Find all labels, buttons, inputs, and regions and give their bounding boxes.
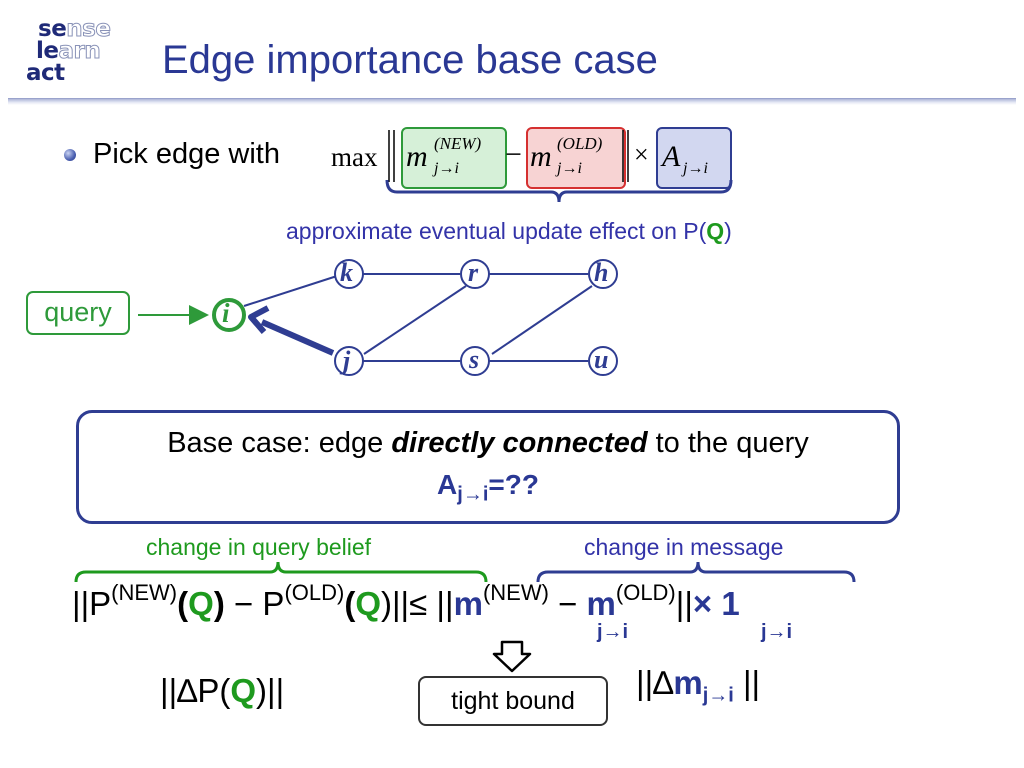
node-i: i: [222, 298, 230, 328]
query-box: query: [26, 291, 130, 335]
formula-norm-bars: [385, 130, 733, 203]
times-sign: ×: [634, 140, 649, 169]
node-h: h: [594, 258, 609, 287]
node-k: k: [340, 258, 353, 287]
a-term-sub: j→i: [683, 160, 708, 177]
m-new-sub: j→i: [434, 160, 459, 177]
minus-sign: −: [505, 138, 522, 171]
node-r: r: [468, 258, 479, 287]
implies-arrow-icon: [492, 640, 532, 673]
overbraces: [74, 561, 856, 583]
bullet-icon: [64, 149, 76, 161]
logo: sense learn act: [26, 16, 111, 86]
bullet-text: Pick edge with: [93, 138, 280, 170]
a-term-box: [656, 127, 732, 189]
m-old-sup: (OLD): [557, 134, 603, 153]
slide-title: Edge importance base case: [162, 38, 658, 82]
delta-m: ||∆mj→i ||: [636, 664, 761, 707]
m-new: m: [406, 140, 428, 173]
base-case-box: Base case: edge directly connected to th…: [76, 410, 900, 524]
tight-bound-box: tight bound: [418, 676, 608, 726]
label-message-change: change in message: [584, 534, 784, 560]
node-j: j: [343, 346, 351, 375]
m-old: m: [530, 140, 552, 173]
ineq-sub-old: j→i: [761, 621, 793, 643]
node-u: u: [594, 345, 609, 374]
title-divider: [8, 98, 1016, 105]
max-operator: max: [331, 142, 378, 172]
new-message-box: [401, 127, 507, 189]
approx-caption: approximate eventual update effect on P(…: [286, 218, 732, 244]
factor-graph: [138, 259, 618, 376]
m-new-sup: (NEW): [434, 134, 482, 153]
base-case-text: Base case: edge directly connected to th…: [167, 427, 809, 459]
m-old-sub: j→i: [557, 160, 582, 177]
ineq-sub-new: j→i: [597, 621, 629, 643]
inequality: ||P(NEW)(Q) − P(OLD)(Q)||≤ ||m(NEW) − m(…: [72, 580, 740, 622]
node-s: s: [469, 345, 480, 374]
label-query-belief: change in query belief: [146, 534, 372, 560]
delta-p: ||∆P(Q)||: [160, 672, 285, 709]
old-message-box: [526, 127, 626, 189]
base-case-question: Aj→i=??: [437, 469, 539, 506]
a-term: A: [662, 140, 681, 173]
